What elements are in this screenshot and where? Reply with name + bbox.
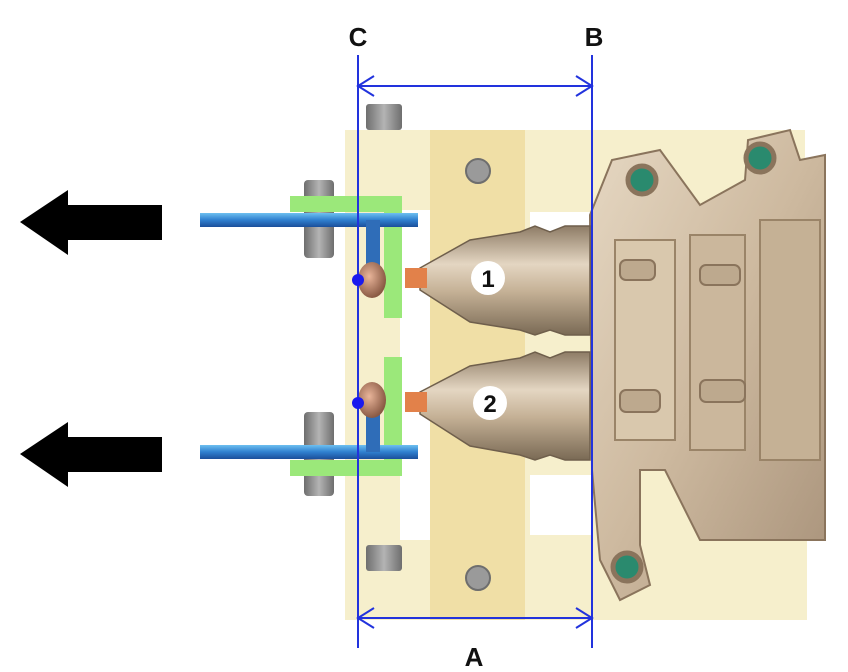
pull-direction-arrow-icon	[20, 422, 162, 487]
pull-rod-lower	[200, 445, 418, 459]
contact-point-lower	[352, 397, 364, 409]
mount-bolt-icon	[625, 163, 659, 197]
part-2-badge: 2	[473, 386, 507, 420]
pull-rod-upper	[200, 213, 418, 227]
bolt-bottom-icon	[366, 545, 402, 571]
pull-direction-arrow-icon	[20, 190, 162, 255]
bracket-upper	[290, 196, 402, 318]
label-b: B	[585, 22, 604, 52]
mount-bolt-icon	[743, 141, 777, 175]
bracket-lower	[290, 357, 402, 476]
label-a: A	[465, 642, 484, 672]
mount-bolt-icon	[610, 550, 644, 584]
pin-top-icon	[465, 158, 491, 184]
pin-bottom-icon	[465, 565, 491, 591]
part-2-label: 2	[483, 391, 496, 418]
part-1-label: 1	[481, 266, 494, 293]
piston-tip-lower	[358, 382, 386, 418]
contact-point-upper	[352, 274, 364, 286]
actuator-body	[588, 128, 826, 602]
part-1-badge: 1	[471, 261, 505, 295]
bolt-top-icon	[366, 104, 402, 130]
label-c: C	[349, 22, 368, 52]
dimension-lines	[356, 55, 594, 648]
pull-rods	[200, 213, 418, 459]
piston-upper	[405, 225, 591, 336]
piston-tip-upper	[358, 262, 386, 298]
